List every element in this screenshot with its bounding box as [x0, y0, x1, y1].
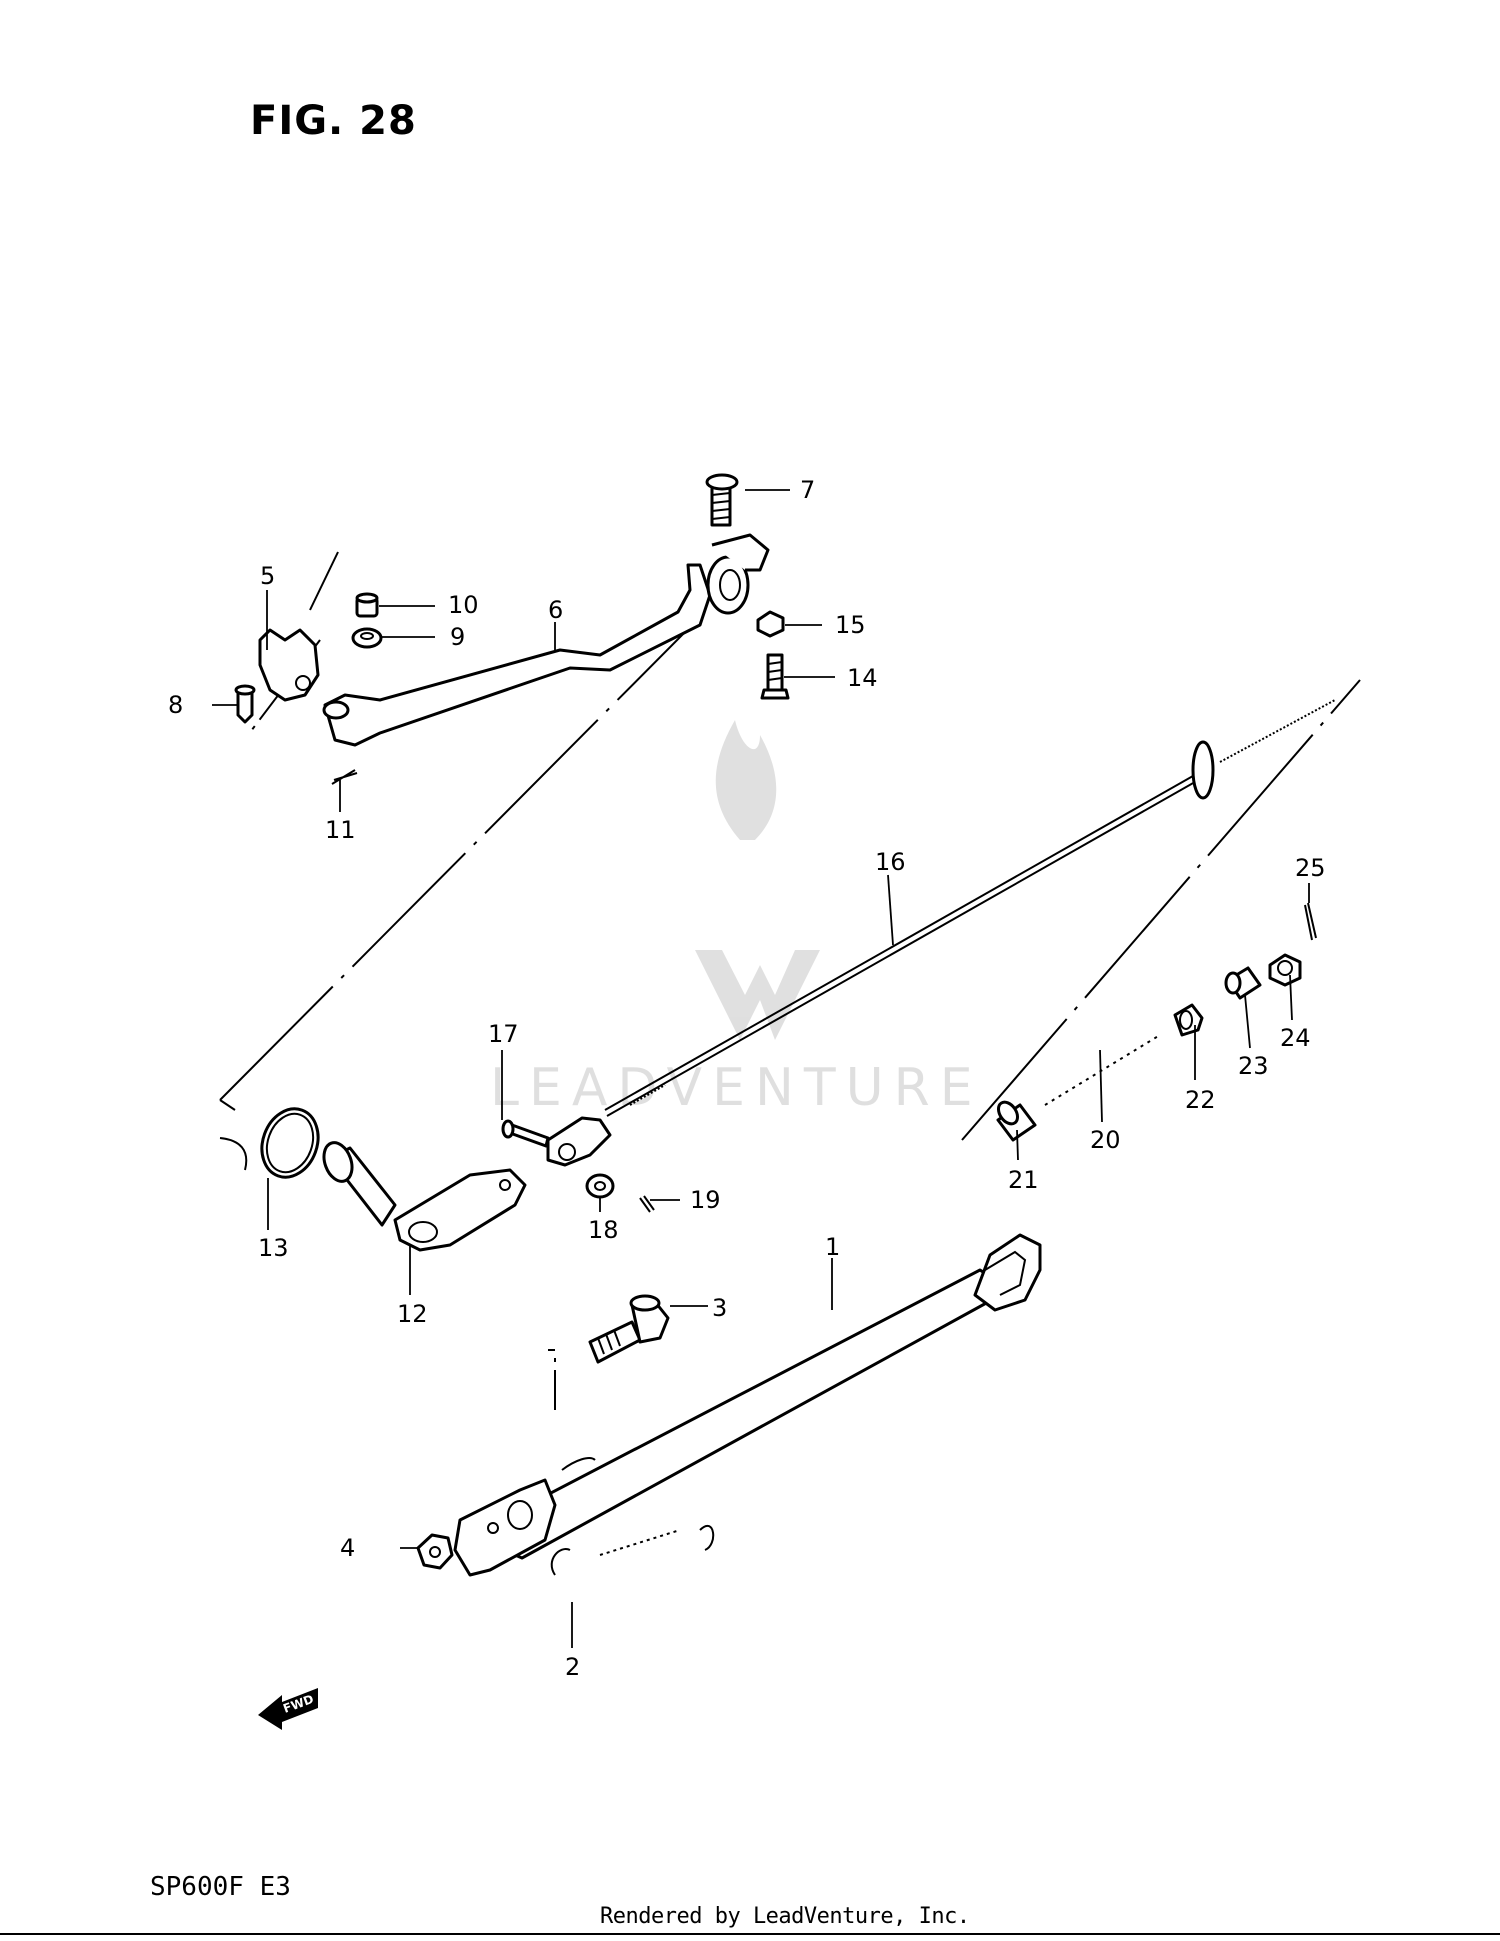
callout-12: 12 [397, 1300, 428, 1328]
washer-18 [585, 1173, 615, 1199]
callout-24: 24 [1280, 1024, 1311, 1052]
spring-20 [1044, 1034, 1161, 1106]
callout-19: 19 [690, 1186, 721, 1214]
adjuster-nut-24 [1268, 953, 1302, 987]
brake-shaft-arm [322, 1141, 527, 1252]
callout-6: 6 [548, 596, 563, 624]
callout-11: 11 [325, 816, 356, 844]
bolt-7 [705, 473, 739, 527]
sleeve-21 [996, 1100, 1037, 1142]
figure-title: FIG. 28 [250, 98, 417, 144]
brake-pedal-arm [322, 533, 770, 747]
cotter-pin-11 [331, 769, 358, 785]
callout-15: 15 [835, 611, 866, 639]
leadventure-watermark: LEADVENTURE [490, 720, 983, 1118]
callout-16: 16 [875, 848, 906, 876]
callout-25: 25 [1295, 854, 1326, 882]
callout-7: 7 [800, 476, 815, 504]
footer-credit: Rendered by LeadVenture, Inc. [600, 1904, 970, 1929]
callout-21: 21 [1008, 1166, 1039, 1194]
cotter-pin-19 [639, 1195, 655, 1213]
callout-4: 4 [340, 1534, 355, 1562]
callout-9: 9 [450, 623, 465, 651]
callout-2: 2 [565, 1653, 580, 1681]
collar-22 [1173, 1003, 1204, 1037]
bushing [355, 592, 379, 618]
clevis-pin [234, 684, 256, 724]
callout-22: 22 [1185, 1086, 1216, 1114]
callout-14: 14 [847, 664, 878, 692]
model-code: SP600F E3 [150, 1872, 291, 1902]
cotter-pin-25 [1304, 902, 1317, 941]
nut-15 [756, 610, 785, 638]
callout-8: 8 [168, 691, 183, 719]
o-ring [219, 1107, 320, 1179]
bolt-14 [760, 653, 790, 700]
callout-3: 3 [712, 1294, 727, 1322]
callout-17: 17 [488, 1020, 519, 1048]
washer-9 [351, 627, 383, 649]
callout-20: 20 [1090, 1126, 1121, 1154]
footer-rule [0, 1933, 1500, 1935]
callout-23: 23 [1238, 1052, 1269, 1080]
stand-spring [550, 1524, 715, 1576]
fwd-arrow: FWD [258, 1688, 318, 1730]
leader-lines [212, 489, 1310, 1648]
callout-10: 10 [448, 591, 479, 619]
stand-bolt [588, 1294, 670, 1364]
watermark-text: LEADVENTURE [490, 1058, 983, 1118]
callout-1: 1 [825, 1233, 840, 1261]
side-stand [453, 1233, 1042, 1577]
pedal-tip [258, 628, 320, 702]
callout-13: 13 [258, 1234, 289, 1262]
clevis-pin-17 [501, 1119, 550, 1148]
rod-clevis [546, 1116, 612, 1167]
brake-rod [604, 699, 1336, 1117]
joint-23 [1224, 966, 1262, 1000]
nut-4 [416, 1533, 454, 1570]
callout-5: 5 [260, 562, 275, 590]
callout-labels: 1 2 3 4 5 6 7 8 9 10 11 12 13 14 15 16 1… [168, 476, 1326, 1681]
callout-18: 18 [588, 1216, 619, 1244]
